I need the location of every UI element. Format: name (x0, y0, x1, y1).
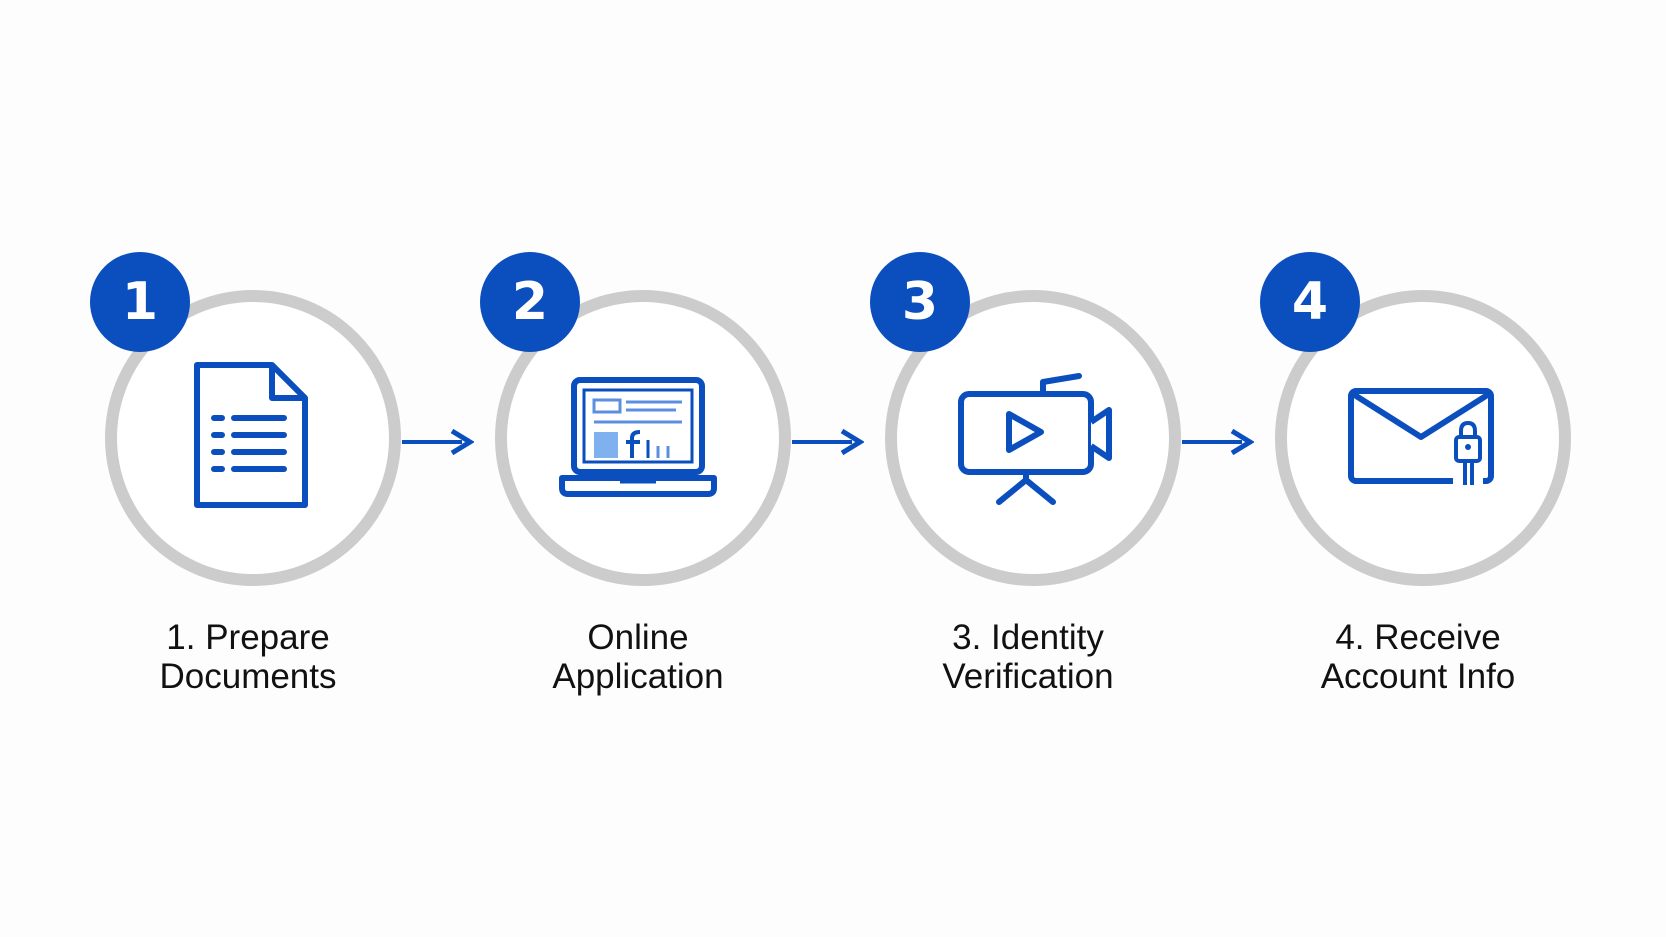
step-label-line1: 3. Identity (952, 618, 1104, 657)
step-label-line2: Application (552, 657, 724, 696)
step-number-badge: 2 (480, 252, 580, 352)
step-1: 1 1. Prepare Documents (90, 0, 401, 937)
arrow-right-icon (1182, 428, 1254, 456)
arrow-right-icon (402, 428, 474, 456)
step-number-badge: 4 (1260, 252, 1360, 352)
envelope-lock-icon (1348, 388, 1494, 489)
step-number-badge: 1 (90, 252, 190, 352)
video-camera-icon (958, 373, 1112, 505)
step-label-line1: Online (587, 618, 689, 657)
step-3: 3 3. Identity Verification (870, 0, 1181, 937)
step-4: 4 4. Receive Account Info (1260, 0, 1571, 937)
step-label-line2: Account Info (1320, 657, 1516, 696)
document-icon (194, 362, 308, 508)
step-label-line1: 4. Receive (1335, 618, 1501, 657)
step-number-badge: 3 (870, 252, 970, 352)
step-2: 2 Online Application (480, 0, 791, 937)
step-label-line2: Documents (159, 657, 337, 696)
laptop-icon (559, 377, 717, 497)
step-label-line1: 1. Prepare (166, 618, 330, 657)
step-label-line2: Verification (942, 657, 1114, 696)
arrow-right-icon (792, 428, 864, 456)
